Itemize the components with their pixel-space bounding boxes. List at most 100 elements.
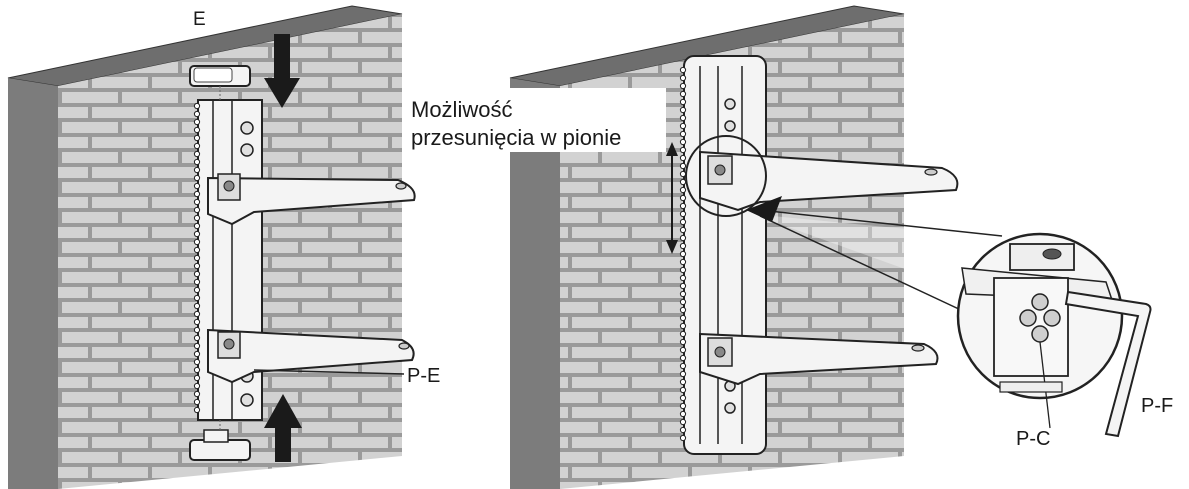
left-lower-arm — [207, 328, 415, 384]
rail-tooth — [193, 294, 201, 302]
right-wall-side — [510, 78, 560, 489]
label-pe: P-E — [407, 365, 441, 387]
rail-tooth — [193, 198, 201, 206]
shift-label-backdrop — [404, 88, 666, 152]
rail-tooth — [193, 158, 201, 166]
callout-arrow-head — [746, 196, 782, 222]
rail-tooth — [679, 402, 687, 410]
rail-tooth — [679, 330, 687, 338]
rail-tooth — [679, 98, 687, 106]
rail-tooth — [193, 190, 201, 198]
rail-tooth — [679, 66, 687, 74]
rail-tooth — [679, 82, 687, 90]
rail-tooth — [679, 290, 687, 298]
rail-tooth — [679, 210, 687, 218]
rail-tooth — [679, 250, 687, 258]
rail-tooth — [679, 266, 687, 274]
rail-tooth — [679, 394, 687, 402]
vertical-shift-arrow — [666, 142, 678, 254]
rail-tooth — [679, 234, 687, 242]
rail-tooth — [193, 174, 201, 182]
rail-tooth — [679, 226, 687, 234]
rail-tooth — [193, 366, 201, 374]
rail-tooth — [193, 310, 201, 318]
rail-tooth — [679, 386, 687, 394]
rail-tooth — [193, 214, 201, 222]
rail-tooth — [679, 378, 687, 386]
rail-tooth — [679, 418, 687, 426]
down-arrow — [264, 34, 300, 108]
rail-tooth — [679, 162, 687, 170]
rail-tooth — [193, 166, 201, 174]
rail-tooth — [679, 314, 687, 322]
rail-tooth — [193, 150, 201, 158]
rail-tooth — [193, 206, 201, 214]
rail-tooth — [679, 106, 687, 114]
label-pf: P-F — [1141, 395, 1174, 417]
rail-tooth — [679, 146, 687, 154]
rail-tooth — [679, 362, 687, 370]
vertical-shift-label: Możliwość przesunięcia w pionie — [411, 96, 621, 152]
rail-tooth — [193, 382, 201, 390]
vertical-shift-label-line1: Możliwość — [411, 97, 513, 122]
rail-tooth — [679, 346, 687, 354]
rail-tooth — [193, 270, 201, 278]
label-e: E — [193, 9, 206, 30]
rail-tooth — [679, 354, 687, 362]
rail-tooth — [193, 398, 201, 406]
right-wall-rail — [683, 55, 767, 455]
rail-tooth — [679, 338, 687, 346]
callout-wedge — [752, 214, 1000, 296]
rail-tooth — [193, 118, 201, 126]
left-rail-teeth — [193, 102, 201, 414]
rail-tooth — [193, 318, 201, 326]
detail-source-circle — [685, 135, 767, 217]
rail-tooth — [679, 242, 687, 250]
bottom-end-cap — [189, 439, 251, 461]
rail-tooth — [193, 302, 201, 310]
rail-tooth — [679, 114, 687, 122]
right-rail-teeth — [679, 66, 687, 442]
rail-tooth — [679, 90, 687, 98]
rail-tooth — [679, 282, 687, 290]
rail-tooth — [679, 178, 687, 186]
rail-tooth — [679, 258, 687, 266]
rail-tooth — [679, 122, 687, 130]
rail-tooth — [679, 202, 687, 210]
rail-tooth — [679, 370, 687, 378]
left-wall-side — [8, 78, 58, 489]
rail-tooth — [679, 170, 687, 178]
rail-tooth — [193, 374, 201, 382]
rail-tooth — [193, 286, 201, 294]
left-bracket — [189, 65, 416, 461]
vertical-shift-label-line2: przesunięcia w pionie — [411, 125, 622, 150]
rail-tooth — [679, 186, 687, 194]
rail-tooth — [679, 274, 687, 282]
rail-tooth — [679, 434, 687, 442]
right-lower-arm — [699, 332, 939, 386]
rail-tooth — [679, 154, 687, 162]
rail-tooth — [193, 350, 201, 358]
rail-tooth — [679, 410, 687, 418]
rail-tooth — [193, 126, 201, 134]
rail-tooth — [193, 110, 201, 118]
rail-tooth — [193, 238, 201, 246]
rail-tooth — [193, 102, 201, 110]
rail-tooth — [193, 326, 201, 334]
rail-tooth — [193, 406, 201, 414]
rail-tooth — [679, 426, 687, 434]
pe-leader-line — [253, 369, 405, 375]
rail-tooth — [193, 134, 201, 142]
rail-tooth — [193, 358, 201, 366]
rail-tooth — [193, 262, 201, 270]
rail-tooth — [193, 390, 201, 398]
rail-tooth — [193, 254, 201, 262]
rail-tooth — [679, 74, 687, 82]
left-upper-arm — [207, 176, 416, 226]
rail-tooth — [679, 138, 687, 146]
up-arrow — [264, 394, 302, 462]
rail-tooth — [679, 306, 687, 314]
hex-key — [1064, 290, 1152, 438]
rail-tooth — [679, 194, 687, 202]
